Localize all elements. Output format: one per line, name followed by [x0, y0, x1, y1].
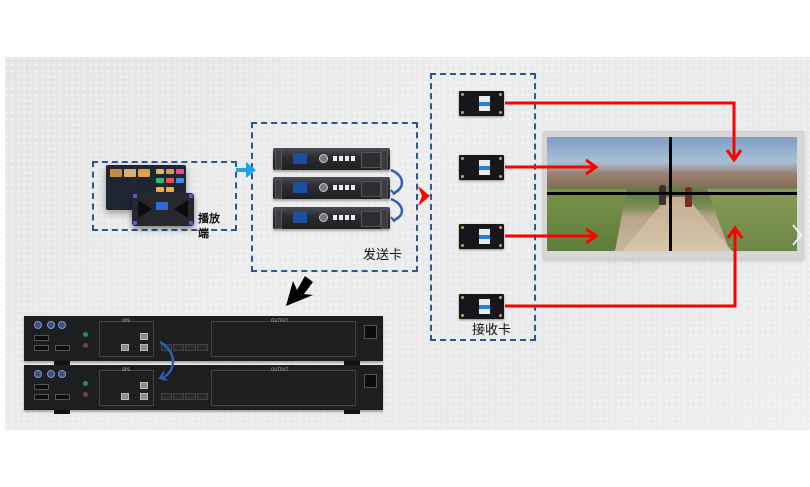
output-port-panel: [211, 370, 356, 406]
receiver-group-frame: [430, 73, 536, 341]
output-port-panel: [211, 321, 356, 357]
player-label-line1: 播放: [198, 212, 220, 225]
player-label-line2: 端: [198, 227, 209, 240]
player-group-frame: [92, 161, 237, 231]
controller-chassis-2: OPS OUTPUT: [24, 365, 383, 414]
sender-card-unit-1: [273, 148, 390, 170]
output-label: OUTPUT: [271, 318, 289, 323]
sender-group-frame: [251, 122, 418, 272]
sender-card-unit-3: [273, 207, 390, 229]
player-device: [132, 193, 194, 226]
receiver-card-1: [459, 91, 504, 116]
power-socket: [364, 374, 377, 388]
ops-label: OPS: [122, 318, 131, 323]
sender-card-label: 发送卡: [363, 248, 403, 263]
receiver-card-2: [459, 155, 504, 180]
output-label: OUTPUT: [271, 367, 289, 372]
power-socket: [364, 325, 377, 339]
controller-chassis-1: OPS OUTPUT: [24, 316, 383, 365]
sender-card-unit-2: [273, 177, 390, 199]
receiver-card-label: 接收卡: [472, 323, 512, 338]
ops-slot: [99, 370, 154, 406]
led-screen-image: [547, 137, 797, 251]
ops-label: OPS: [122, 367, 131, 372]
receiver-card-3: [459, 224, 504, 249]
ops-slot: [99, 321, 154, 357]
screen-divider-horizontal: [547, 192, 797, 195]
receiver-card-4: [459, 294, 504, 319]
